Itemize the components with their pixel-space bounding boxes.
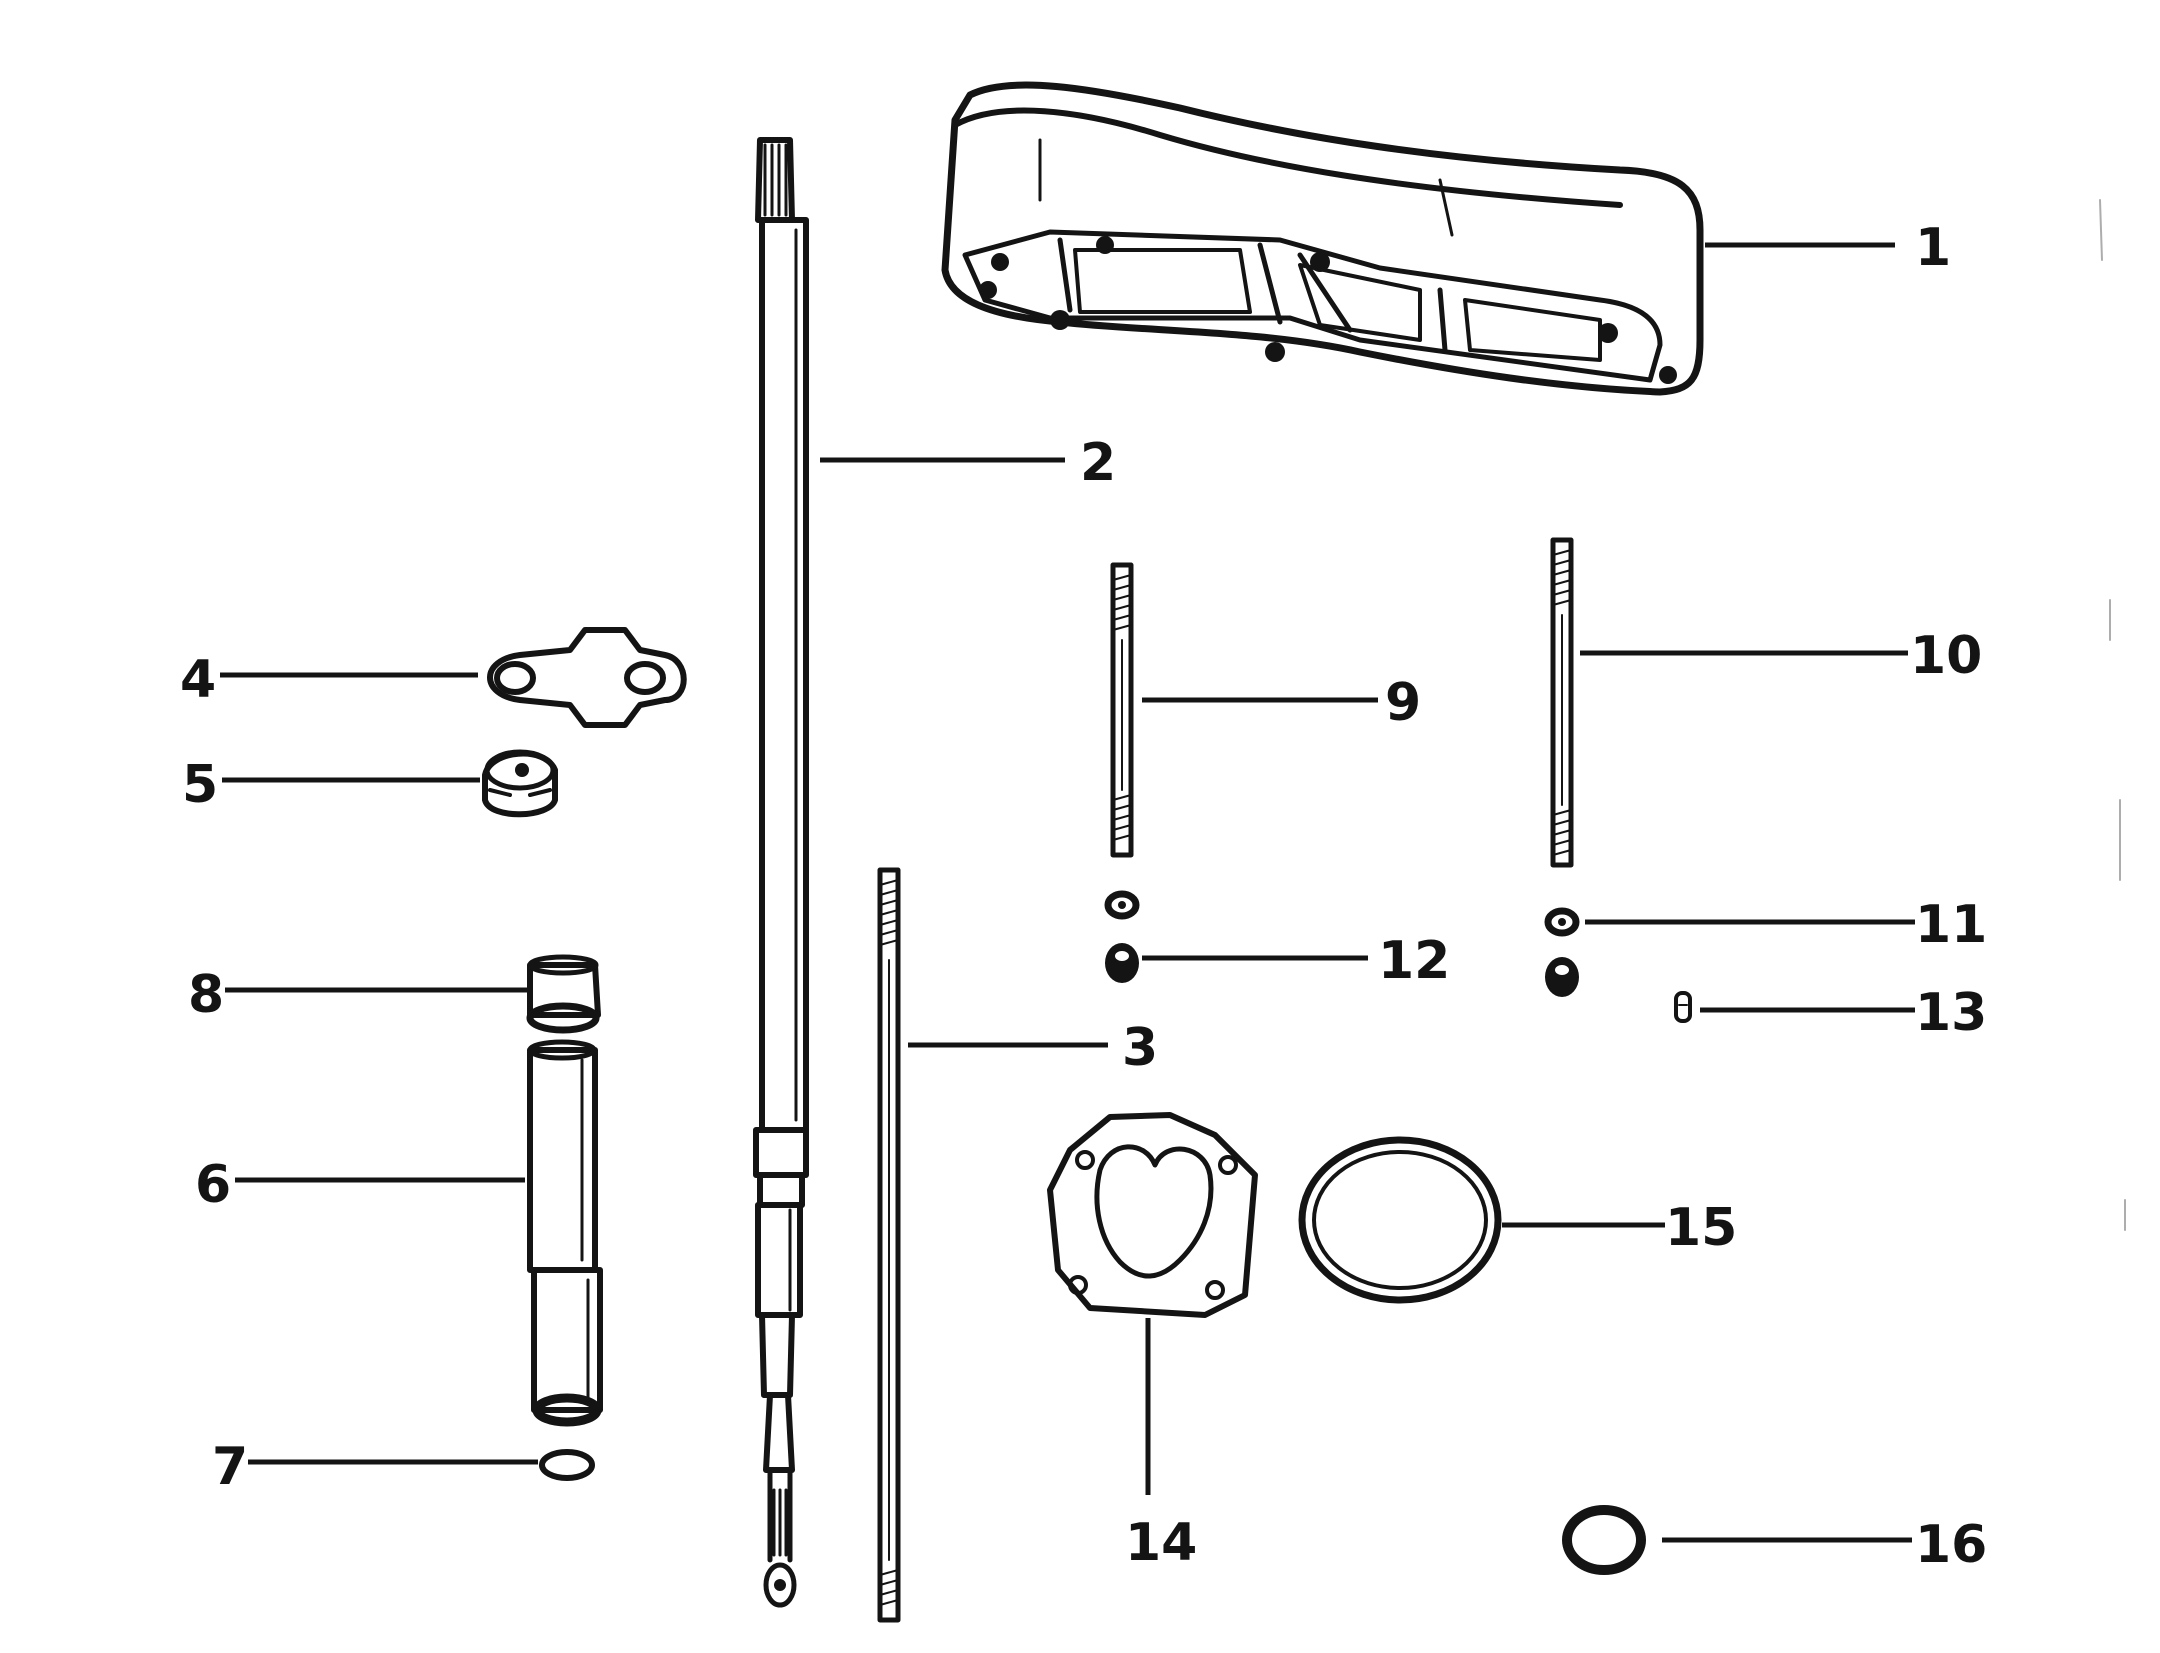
o-ring-icon xyxy=(1562,1505,1646,1575)
callout-14: 14 xyxy=(1125,1513,1197,1573)
callout-4: 4 xyxy=(180,650,216,710)
callout-1: 1 xyxy=(1915,218,1951,278)
callout-2: 2 xyxy=(1080,433,1116,493)
stud-icon xyxy=(877,867,901,1623)
callout-16: 16 xyxy=(1915,1515,1987,1575)
tube-icon xyxy=(527,1039,603,1427)
scan-edge-marks xyxy=(2099,199,2126,1231)
callout-15: 15 xyxy=(1665,1198,1737,1258)
callout-12: 12 xyxy=(1378,931,1450,991)
washer-icon xyxy=(1104,890,1140,920)
washer-icon xyxy=(1544,907,1580,937)
callout-13: 13 xyxy=(1915,983,1987,1043)
o-ring-icon xyxy=(539,1449,595,1481)
pin-icon xyxy=(1674,991,1692,1023)
callout-10: 10 xyxy=(1910,626,1982,686)
callout-8: 8 xyxy=(188,965,224,1025)
callout-5: 5 xyxy=(182,755,218,815)
nut-icon xyxy=(1545,957,1579,997)
stud-icon xyxy=(1550,537,1574,868)
seal-ring-icon xyxy=(1298,1136,1502,1304)
housing-icon xyxy=(941,81,1704,396)
gasket-icon xyxy=(1047,1112,1258,1318)
nut-icon xyxy=(1105,943,1139,983)
grommet-icon xyxy=(482,749,558,818)
callout-11: 11 xyxy=(1915,895,1987,955)
callout-6: 6 xyxy=(195,1155,231,1215)
callout-7: 7 xyxy=(212,1437,248,1497)
driveshaft-icon xyxy=(753,137,809,1608)
bushing-icon xyxy=(526,954,601,1034)
callout-9: 9 xyxy=(1385,673,1421,733)
stud-icon xyxy=(1110,562,1134,858)
plate-icon xyxy=(487,627,687,728)
callout-3: 3 xyxy=(1122,1018,1158,1078)
